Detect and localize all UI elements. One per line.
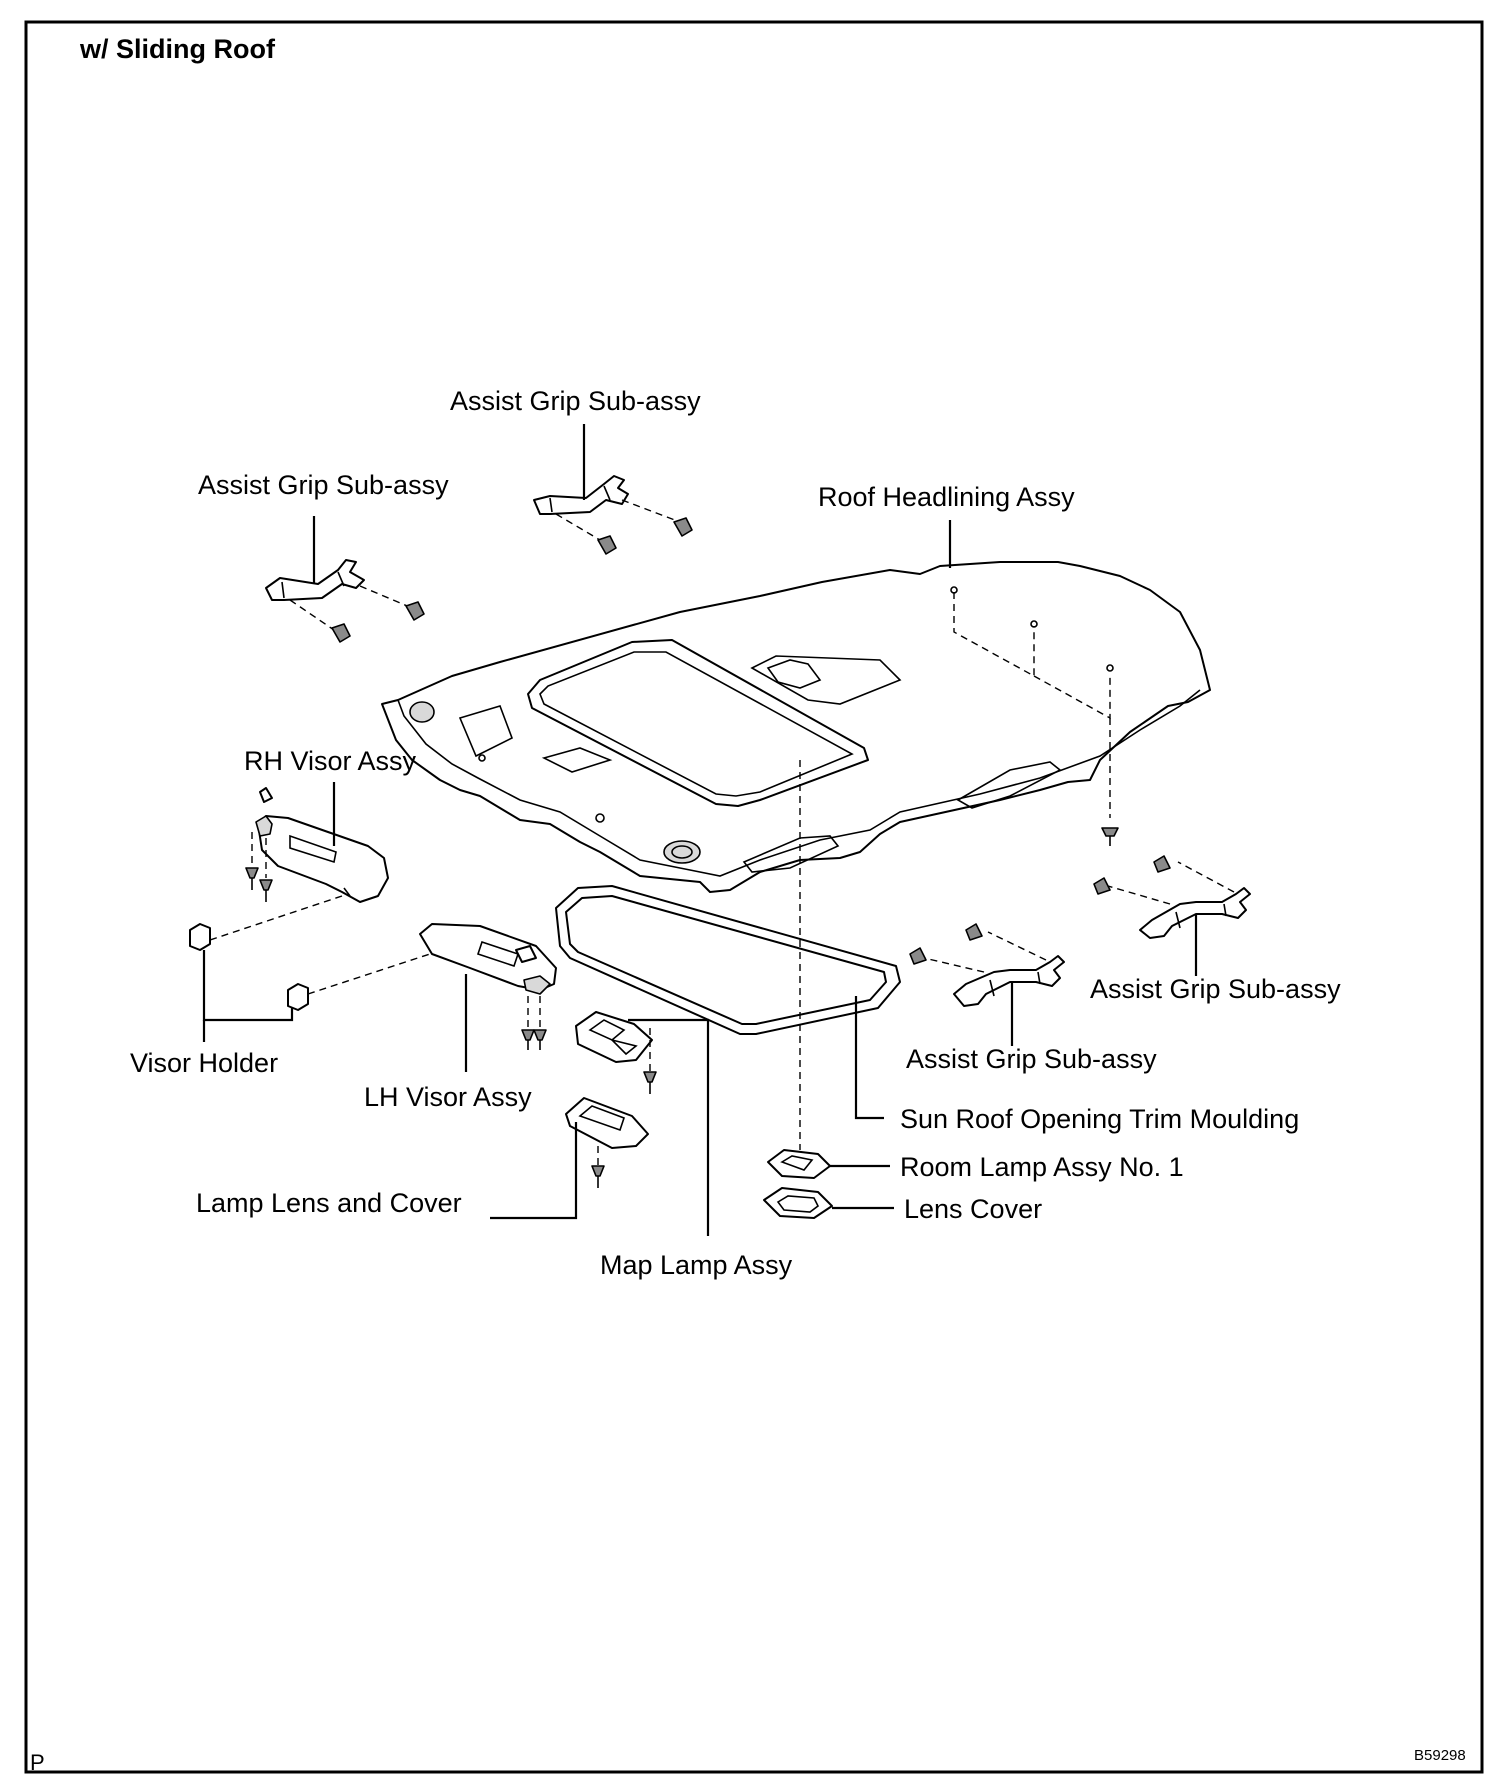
label-roof-headlining: Roof Headlining Assy xyxy=(818,482,1075,512)
label-assist-grip-top-left: Assist Grip Sub-assy xyxy=(198,470,449,500)
sun-roof-moulding-part xyxy=(555,885,901,1035)
corner-letter: P xyxy=(30,1750,45,1775)
label-assist-grip-top-center: Assist Grip Sub-assy xyxy=(450,386,701,416)
label-room-lamp: Room Lamp Assy No. 1 xyxy=(900,1152,1184,1182)
label-assist-grip-right: Assist Grip Sub-assy xyxy=(1090,974,1341,1004)
assist-grip-lower-right xyxy=(909,923,1065,1007)
diagram-title: w/ Sliding Roof xyxy=(79,34,276,64)
label-assist-grip-lower-right: Assist Grip Sub-assy xyxy=(906,1044,1157,1074)
rh-visor-part xyxy=(209,787,389,941)
assist-grip-top-center xyxy=(533,475,693,555)
lamp-lens-cover-part xyxy=(565,1097,649,1188)
roof-headlining-part xyxy=(381,561,1211,893)
visor-holder-leader xyxy=(202,950,294,1022)
figure-code: B59298 xyxy=(1414,1747,1466,1764)
sun-roof-moulding-leader xyxy=(854,996,884,1120)
assist-grip-top-left xyxy=(265,559,425,643)
label-lh-visor: LH Visor Assy xyxy=(364,1082,532,1112)
label-lens-cover: Lens Cover xyxy=(904,1194,1042,1224)
assist-grip-right xyxy=(1093,855,1251,939)
room-lamp-part xyxy=(767,1149,831,1179)
lamp-lens-cover-leader xyxy=(490,1122,578,1220)
map-lamp-leader xyxy=(628,1018,710,1236)
label-lamp-lens-cover: Lamp Lens and Cover xyxy=(196,1188,462,1218)
visor-holder-parts xyxy=(189,923,437,1011)
map-lamp-part xyxy=(575,1011,657,1094)
label-sun-roof-moulding: Sun Roof Opening Trim Moulding xyxy=(900,1104,1299,1134)
label-rh-visor: RH Visor Assy xyxy=(244,746,417,776)
lh-visor-part xyxy=(419,923,557,1050)
label-map-lamp: Map Lamp Assy xyxy=(600,1250,793,1280)
label-visor-holder: Visor Holder xyxy=(130,1048,278,1078)
lens-cover-part xyxy=(763,1187,833,1219)
diagram-frame xyxy=(24,20,1484,1774)
